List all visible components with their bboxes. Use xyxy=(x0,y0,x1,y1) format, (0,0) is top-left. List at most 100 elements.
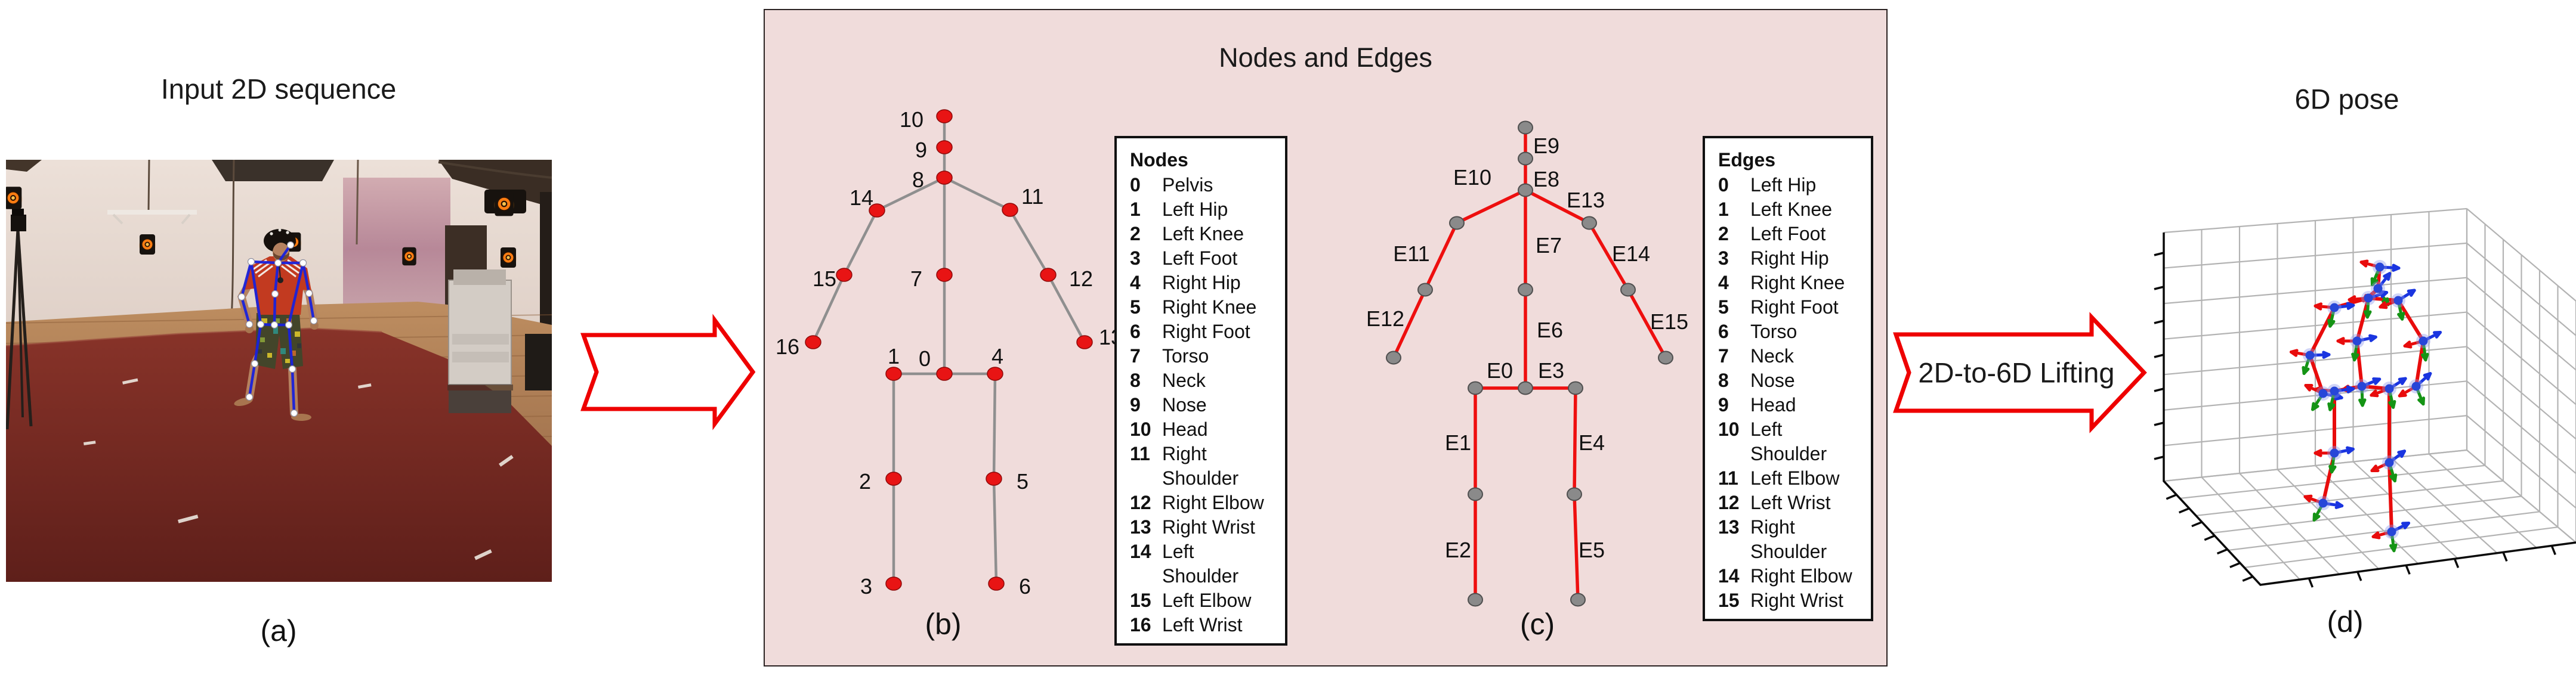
edge-legend-row-5: 5 Right Foot xyxy=(1718,295,1861,320)
node-legend-label: Right Shoulder xyxy=(1162,443,1239,489)
edge-legend-label: Right Hip xyxy=(1750,247,1829,269)
node-legend-id: 4 xyxy=(1130,272,1141,293)
node-legend-label: Left Elbow xyxy=(1162,590,1252,611)
edge-legend-id: 11 xyxy=(1718,467,1738,489)
node-legend-row-5: 5 Right Knee xyxy=(1130,295,1275,320)
edge-legend-row-1: 1 Left Knee xyxy=(1718,197,1861,222)
edge-legend-id: 10 xyxy=(1718,418,1740,440)
edge-legend-row-11: 11 Left Elbow xyxy=(1718,466,1861,491)
node-legend-row-12: 12 Right Elbow xyxy=(1130,491,1275,515)
node-legend-id: 0 xyxy=(1130,174,1141,196)
edge-legend-row-15: 15 Right Wrist xyxy=(1718,588,1861,613)
caption-d: (d) xyxy=(2327,605,2364,638)
edge-legend-row-3: 3 Right Hip xyxy=(1718,246,1861,271)
node-legend-id: 5 xyxy=(1130,296,1141,318)
edge-legend-id: 6 xyxy=(1718,321,1729,342)
panel-a-title: Input 2D sequence xyxy=(160,73,397,105)
node-legend-label: Head xyxy=(1162,418,1208,440)
node-legend-row-2: 2 Left Knee xyxy=(1130,222,1275,246)
nodes-legend-header: Nodes xyxy=(1130,149,1188,170)
edge-legend-id: 15 xyxy=(1718,590,1740,611)
edge-legend-label: Left Knee xyxy=(1750,199,1832,220)
edge-legend-id: 3 xyxy=(1718,247,1729,269)
node-legend-id: 8 xyxy=(1130,370,1141,391)
node-legend-id: 11 xyxy=(1130,443,1150,464)
node-legend-row-3: 3 Left Foot xyxy=(1130,246,1275,271)
node-legend-label: Right Wrist xyxy=(1162,516,1255,538)
edge-legend-label: Head xyxy=(1750,394,1796,416)
edge-legend-id: 1 xyxy=(1718,199,1729,220)
edge-legend-label: Torso xyxy=(1750,321,1797,342)
edge-legend-label: Nose xyxy=(1750,370,1795,391)
node-legend-row-1: 1 Left Hip xyxy=(1130,197,1275,222)
edge-legend-row-6: 6 Torso xyxy=(1718,320,1861,344)
node-legend-id: 2 xyxy=(1130,223,1141,244)
node-legend-id: 14 xyxy=(1130,541,1151,562)
node-legend-id: 3 xyxy=(1130,247,1141,269)
edge-legend-id: 12 xyxy=(1718,492,1740,513)
edge-legend-id: 13 xyxy=(1718,516,1740,538)
edge-legend-id: 4 xyxy=(1718,272,1729,293)
arrow-a-to-bc xyxy=(580,314,756,430)
edge-legend-id: 7 xyxy=(1718,345,1729,367)
node-legend-row-14: 14 Left Shoulder xyxy=(1130,540,1275,588)
node-legend-label: Pelvis xyxy=(1162,174,1213,196)
node-legend-label: Right Hip xyxy=(1162,272,1241,293)
node-legend-row-4: 4 Right Hip xyxy=(1130,271,1275,295)
edge-legend-label: Right Foot xyxy=(1750,296,1839,318)
node-legend-id: 15 xyxy=(1130,590,1151,611)
edge-legend-row-0: 0 Left Hip xyxy=(1718,173,1861,197)
node-legend-row-8: 8 Neck xyxy=(1130,368,1275,393)
caption-c: (c) xyxy=(1519,607,1555,641)
panel-d-title: 6D pose xyxy=(2294,83,2399,115)
edge-legend-label: Left Shoulder xyxy=(1750,418,1827,464)
node-legend-id: 6 xyxy=(1130,321,1141,342)
edge-legend-row-10: 10 Left Shoulder xyxy=(1718,417,1861,466)
node-legend-row-15: 15 Left Elbow xyxy=(1130,588,1275,613)
edge-legend-row-8: 8 Nose xyxy=(1718,368,1861,393)
edge-legend-label: Left Elbow xyxy=(1750,467,1840,489)
panel-bc-title: Nodes and Edges xyxy=(1219,42,1432,73)
edge-legend-row-9: 9 Head xyxy=(1718,393,1861,417)
node-legend-label: Left Hip xyxy=(1162,199,1228,220)
node-legend-row-13: 13 Right Wrist xyxy=(1130,515,1275,540)
nodes-legend-box: Nodes 0 Pelvis 1 Left Hip 2 Left Knee 3 Left Fo… xyxy=(1114,136,1287,646)
edge-legend-id: 8 xyxy=(1718,370,1729,391)
node-legend-id: 12 xyxy=(1130,492,1151,513)
node-legend-row-0: 0 Pelvis xyxy=(1130,173,1275,197)
lifting-arrow-label: 2D-to-6D Lifting xyxy=(1918,356,2115,389)
node-legend-id: 13 xyxy=(1130,516,1151,538)
edge-legend-label: Right Wrist xyxy=(1750,590,1843,611)
node-legend-label: Left Knee xyxy=(1162,223,1244,244)
node-legend-label: Nose xyxy=(1162,394,1207,416)
node-legend-id: 7 xyxy=(1130,345,1141,367)
node-legend-id: 1 xyxy=(1130,199,1141,220)
edge-legend-row-7: 7 Neck xyxy=(1718,344,1861,368)
edges-legend-header: Edges xyxy=(1718,149,1776,170)
edge-legend-id: 9 xyxy=(1718,394,1729,416)
caption-a: (a) xyxy=(260,614,297,647)
edge-legend-label: Right Knee xyxy=(1750,272,1845,293)
edge-legend-id: 14 xyxy=(1718,565,1740,587)
node-legend-label: Left Foot xyxy=(1162,247,1238,269)
node-legend-label: Neck xyxy=(1162,370,1206,391)
node-legend-label: Left Shoulder xyxy=(1162,541,1239,587)
edge-legend-id: 5 xyxy=(1718,296,1729,318)
node-legend-id: 9 xyxy=(1130,394,1141,416)
node-legend-label: Right Knee xyxy=(1162,296,1257,318)
node-legend-row-9: 9 Nose xyxy=(1130,393,1275,417)
node-legend-label: Right Elbow xyxy=(1162,492,1264,513)
edge-legend-id: 0 xyxy=(1718,174,1729,196)
edge-legend-label: Neck xyxy=(1750,345,1794,367)
input-photo xyxy=(6,160,552,582)
edge-legend-label: Left Hip xyxy=(1750,174,1817,196)
